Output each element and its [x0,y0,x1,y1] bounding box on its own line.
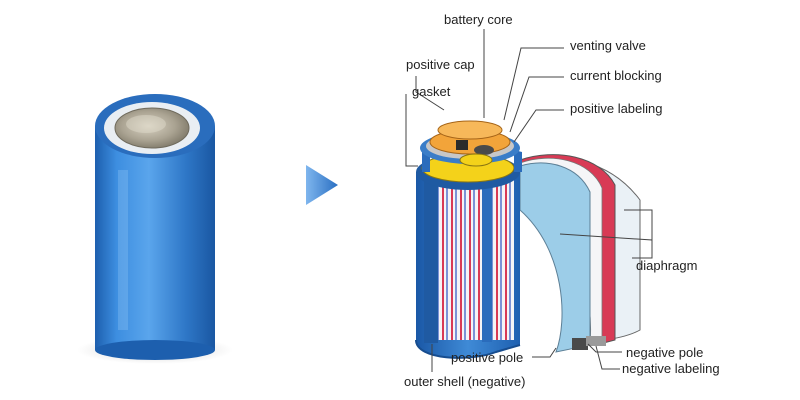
label-gasket: gasket [412,84,451,99]
leader-positive-cap [415,76,445,111]
leader-diaphragm [559,233,653,259]
label-positive-pole: positive pole [451,350,524,365]
leader-negative-pole [587,343,622,353]
label-current-blocking: current blocking [570,68,662,83]
arrow-icon [306,165,338,205]
label-diaphragm: diaphragm [636,258,698,273]
label-battery-core: battery core [444,12,513,27]
label-venting-valve: venting valve [570,38,646,53]
label-outer-shell: outer shell (negative) [404,374,526,389]
leader-positive-pole [532,347,557,358]
label-negative-labeling: negative labeling [622,361,720,376]
leader-gasket [405,94,418,167]
cutaway-diagram [415,120,641,359]
leader-positive-labeling [513,109,564,143]
leader-negative-labeling [595,345,620,370]
leader-diaphragm-b [624,209,653,240]
battery-photo [77,94,233,364]
label-positive-labeling: positive labeling [570,101,663,116]
label-negative-pole: negative pole [626,345,704,360]
leader-venting-valve [503,47,564,121]
leader-current-blocking [509,76,564,133]
label-positive-cap: positive cap [406,57,475,72]
